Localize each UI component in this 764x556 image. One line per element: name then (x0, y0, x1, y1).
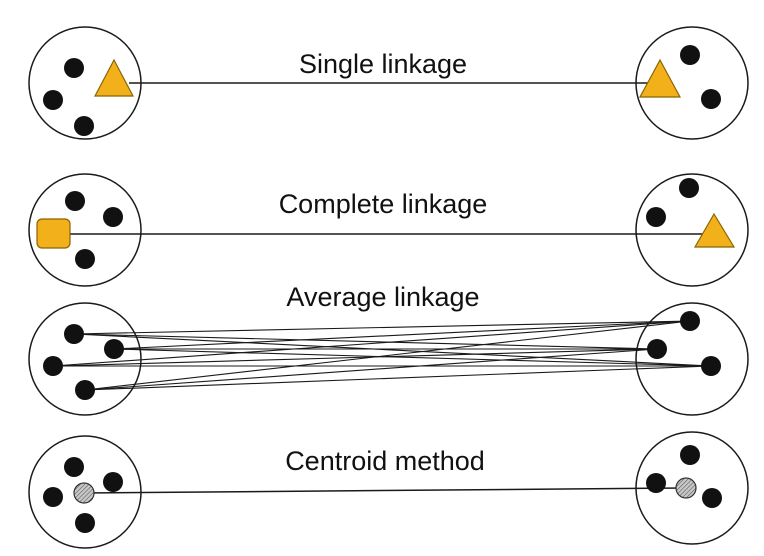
centroid-distance-line (83, 487, 687, 494)
left-cluster-circle (28, 173, 142, 287)
left-point (103, 472, 123, 492)
label-average-linkage: Average linkage (286, 282, 479, 312)
right-point (702, 488, 722, 508)
row-centroid-method: Centroid method (28, 431, 749, 549)
right-cluster-circle (635, 173, 749, 287)
right-point (680, 45, 700, 65)
right-cluster-circle (635, 302, 749, 416)
right-point (646, 473, 666, 493)
pairwise-link (73, 333, 658, 350)
label-complete-linkage: Complete linkage (279, 189, 488, 219)
right-point (679, 178, 699, 198)
right-cluster-circle (635, 431, 749, 545)
left-point (43, 487, 63, 507)
right-point (680, 445, 700, 465)
left-point (64, 58, 84, 78)
left-point (64, 324, 84, 344)
pairwise-link (84, 320, 691, 391)
right-point (680, 311, 700, 331)
right-point (701, 356, 721, 376)
left-point (43, 90, 63, 110)
right-nearest-point-triangle (638, 58, 682, 98)
right-point (647, 339, 667, 359)
left-farthest-point-square (36, 218, 71, 249)
right-centroid-marker (675, 477, 697, 499)
pairwise-link (52, 320, 691, 367)
left-point (75, 380, 95, 400)
right-farthest-point-triangle (693, 212, 736, 248)
pairwise-link (84, 348, 658, 391)
right-point (646, 207, 666, 227)
row-complete-linkage: Complete linkage (28, 173, 749, 287)
left-cluster-circle (28, 26, 142, 140)
left-point (75, 249, 95, 269)
pairwise-link (84, 365, 712, 391)
pairwise-link (113, 348, 712, 367)
right-cluster-circle (635, 26, 749, 140)
row-single-linkage: Single linkage (28, 26, 749, 140)
left-point (64, 457, 84, 477)
right-point (701, 89, 721, 109)
label-centroid-method: Centroid method (285, 446, 485, 476)
pairwise-link (52, 348, 658, 367)
left-point (103, 207, 123, 227)
pairwise-link (73, 320, 691, 335)
left-point (104, 339, 124, 359)
left-point (43, 356, 63, 376)
left-centroid-marker (73, 482, 95, 504)
pairwise-link (73, 333, 712, 367)
row-average-linkage: Average linkage (28, 282, 749, 416)
left-nearest-point-triangle (94, 58, 134, 97)
left-cluster-circle (28, 435, 142, 549)
pairwise-link (113, 320, 691, 350)
left-point (65, 191, 85, 211)
label-single-linkage: Single linkage (299, 49, 467, 79)
left-cluster-circle (28, 302, 142, 416)
left-point (75, 513, 95, 533)
pairwise-links (52, 320, 712, 391)
left-point (74, 116, 94, 136)
